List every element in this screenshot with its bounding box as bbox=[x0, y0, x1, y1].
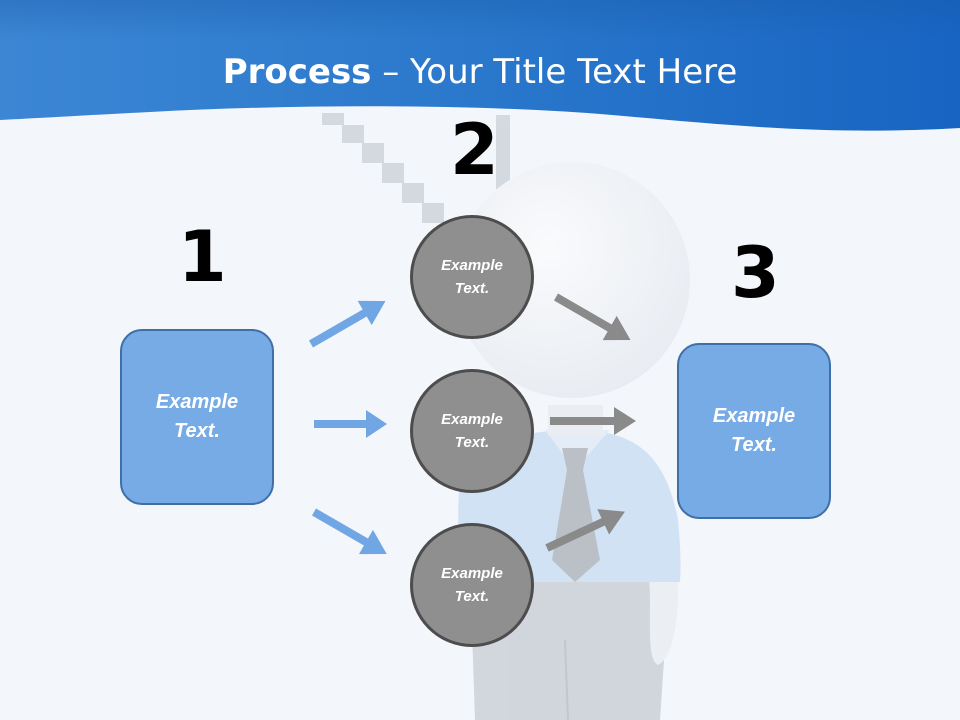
left-box[interactable]: Example Text. bbox=[120, 329, 274, 505]
step-number-1: 1 bbox=[178, 216, 227, 298]
step-number-3: 3 bbox=[731, 232, 780, 314]
arrow-icon bbox=[545, 513, 614, 552]
arrow-to-top-circle bbox=[309, 300, 386, 348]
title-rest: – Your Title Text Here bbox=[371, 52, 738, 92]
arrow-icon bbox=[314, 420, 368, 428]
step-number-2: 2 bbox=[450, 109, 499, 191]
circle-bottom-text: Example Text. bbox=[441, 565, 503, 605]
right-box-text: Example Text. bbox=[712, 405, 796, 456]
circle-top[interactable]: Example Text. bbox=[410, 215, 534, 339]
left-box-text: Example Text. bbox=[155, 391, 239, 442]
arrow-icon bbox=[312, 508, 377, 551]
arrow-icon bbox=[554, 293, 621, 337]
arrow-icon bbox=[550, 417, 618, 425]
arrow-from-bottom-circle bbox=[545, 509, 625, 552]
title-bold: Process bbox=[222, 52, 372, 92]
arrow-from-top-circle bbox=[554, 293, 631, 341]
circle-middle[interactable]: Example Text. bbox=[410, 369, 534, 493]
slide-title: Process – Your Title Text Here bbox=[0, 52, 960, 92]
right-box[interactable]: Example Text. bbox=[677, 343, 831, 519]
arrow-from-middle-circle bbox=[550, 407, 636, 435]
arrow-icon bbox=[309, 304, 376, 348]
header-band bbox=[0, 0, 960, 131]
circle-bottom[interactable]: Example Text. bbox=[410, 523, 534, 647]
circle-top-text: Example Text. bbox=[441, 257, 503, 297]
circle-middle-text: Example Text. bbox=[441, 411, 503, 451]
arrow-to-bottom-circle bbox=[312, 508, 387, 555]
arrow-to-middle-circle bbox=[314, 410, 387, 438]
